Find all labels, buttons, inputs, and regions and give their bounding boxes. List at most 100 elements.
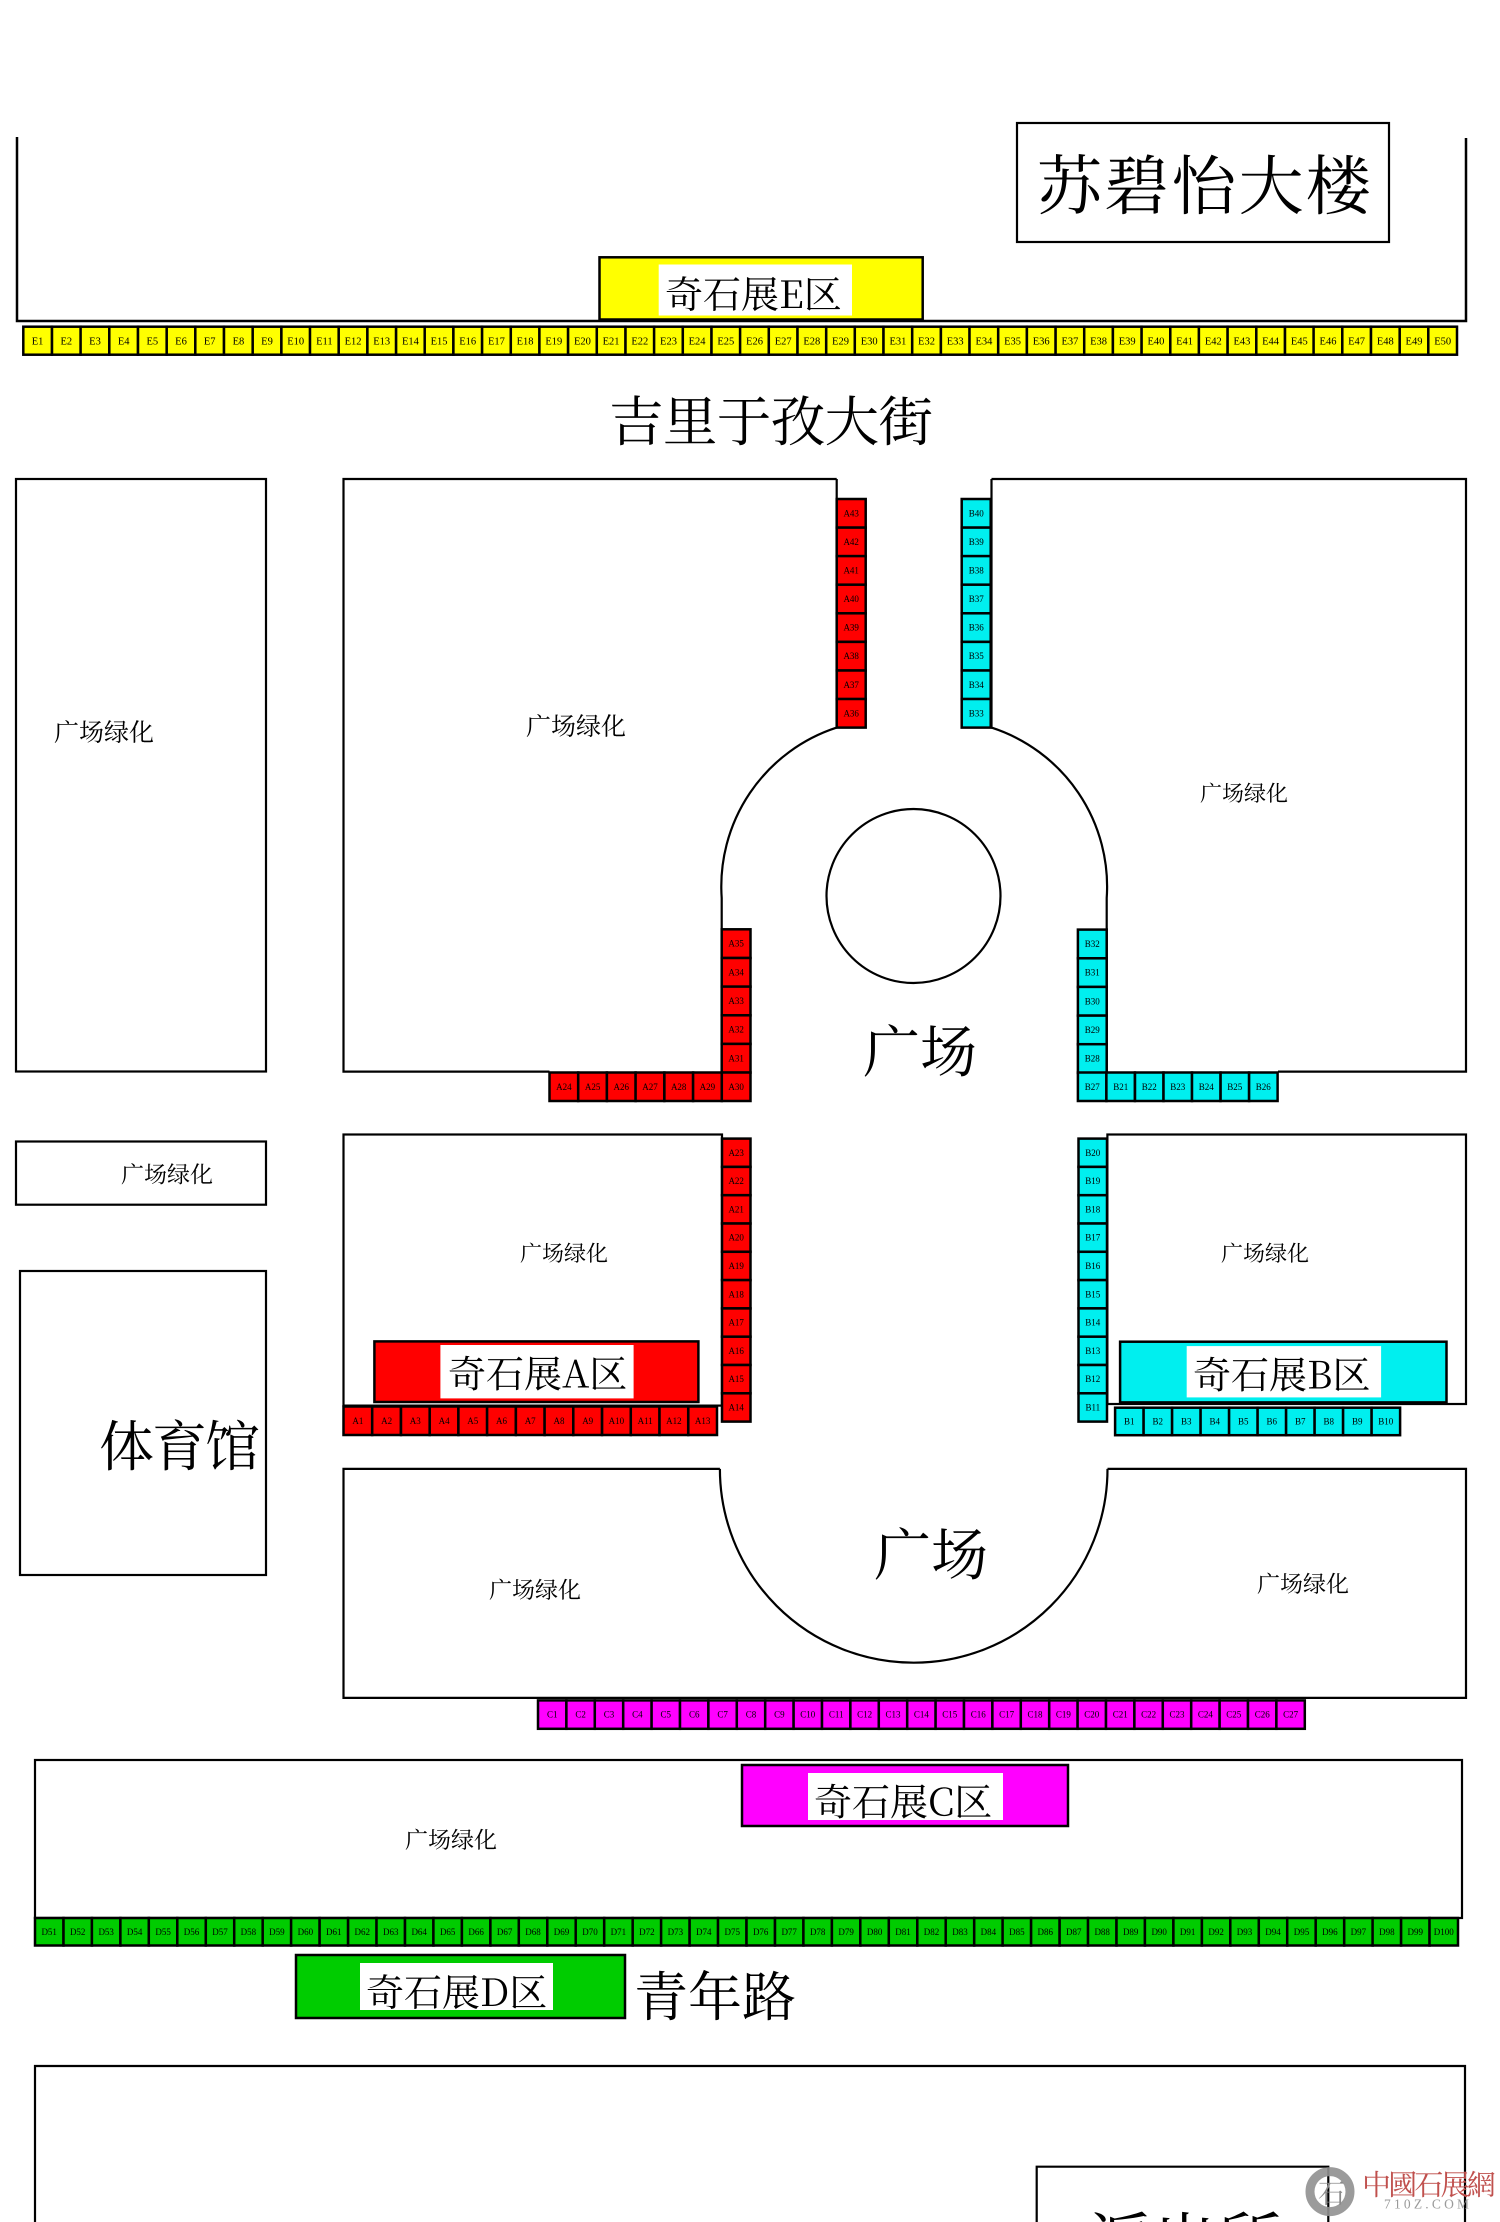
svg-text:B3: B3 — [1181, 1417, 1192, 1427]
svg-text:E9: E9 — [261, 336, 273, 347]
svg-text:E30: E30 — [861, 336, 878, 347]
svg-text:E44: E44 — [1262, 336, 1280, 347]
svg-text:D94: D94 — [1265, 1927, 1281, 1937]
svg-text:D60: D60 — [298, 1927, 314, 1937]
svg-text:B11: B11 — [1085, 1403, 1100, 1413]
svg-text:A7: A7 — [525, 1416, 536, 1426]
svg-text:A34: A34 — [728, 967, 744, 977]
svg-text:A41: A41 — [843, 566, 859, 576]
svg-text:A29: A29 — [700, 1082, 716, 1092]
svg-text:A11: A11 — [638, 1416, 653, 1426]
svg-text:E37: E37 — [1061, 336, 1078, 347]
svg-text:A23: A23 — [728, 1148, 744, 1158]
svg-text:B7: B7 — [1295, 1417, 1306, 1427]
svg-text:D61: D61 — [326, 1927, 342, 1937]
svg-text:D91: D91 — [1180, 1927, 1196, 1937]
svg-text:B17: B17 — [1085, 1233, 1101, 1243]
svg-text:B35: B35 — [969, 651, 985, 661]
svg-text:D59: D59 — [269, 1927, 285, 1937]
svg-text:C10: C10 — [800, 1710, 816, 1720]
svg-text:D53: D53 — [98, 1927, 114, 1937]
svg-text:E47: E47 — [1348, 336, 1365, 347]
svg-text:D65: D65 — [440, 1927, 456, 1937]
svg-text:C26: C26 — [1255, 1710, 1271, 1720]
svg-text:D69: D69 — [554, 1927, 570, 1937]
svg-text:A27: A27 — [642, 1082, 658, 1092]
svg-text:E2: E2 — [60, 336, 72, 347]
svg-text:A5: A5 — [467, 1416, 478, 1426]
svg-text:D54: D54 — [127, 1927, 143, 1937]
svg-text:D76: D76 — [753, 1927, 769, 1937]
svg-text:D78: D78 — [810, 1927, 826, 1937]
svg-text:D73: D73 — [668, 1927, 684, 1937]
svg-text:D66: D66 — [468, 1927, 484, 1937]
svg-text:B28: B28 — [1085, 1054, 1101, 1064]
svg-text:B22: B22 — [1142, 1082, 1157, 1092]
svg-text:E14: E14 — [402, 336, 420, 347]
svg-text:E29: E29 — [832, 336, 849, 347]
svg-text:A43: A43 — [843, 508, 859, 518]
svg-text:C4: C4 — [632, 1710, 643, 1720]
svg-text:C18: C18 — [1027, 1710, 1043, 1720]
svg-text:B2: B2 — [1153, 1417, 1164, 1427]
svg-text:A16: A16 — [728, 1346, 744, 1356]
svg-text:E19: E19 — [545, 336, 562, 347]
svg-text:E18: E18 — [517, 336, 534, 347]
svg-text:D63: D63 — [383, 1927, 399, 1937]
svg-text:C24: C24 — [1198, 1710, 1214, 1720]
svg-text:C27: C27 — [1283, 1710, 1299, 1720]
svg-text:A22: A22 — [728, 1176, 744, 1186]
svg-text:E34: E34 — [975, 336, 993, 347]
svg-text:C14: C14 — [914, 1710, 930, 1720]
svg-text:E23: E23 — [660, 336, 677, 347]
svg-text:A38: A38 — [843, 651, 859, 661]
svg-text:C12: C12 — [857, 1710, 872, 1720]
svg-text:D97: D97 — [1351, 1927, 1367, 1937]
svg-text:E28: E28 — [803, 336, 820, 347]
svg-text:C13: C13 — [885, 1710, 901, 1720]
svg-text:D52: D52 — [70, 1927, 86, 1937]
svg-text:A35: A35 — [728, 939, 744, 949]
svg-text:D67: D67 — [497, 1927, 513, 1937]
svg-text:B13: B13 — [1085, 1346, 1101, 1356]
svg-text:A12: A12 — [666, 1416, 682, 1426]
svg-text:A37: A37 — [843, 680, 859, 690]
svg-text:D96: D96 — [1322, 1927, 1338, 1937]
svg-text:A3: A3 — [410, 1416, 421, 1426]
svg-text:E6: E6 — [175, 336, 187, 347]
svg-text:D81: D81 — [895, 1927, 911, 1937]
svg-text:E32: E32 — [918, 336, 935, 347]
svg-text:E13: E13 — [373, 336, 390, 347]
svg-text:C5: C5 — [661, 1710, 672, 1720]
svg-text:D80: D80 — [867, 1927, 883, 1937]
svg-text:A20: A20 — [728, 1233, 744, 1243]
svg-text:E48: E48 — [1377, 336, 1394, 347]
svg-text:E1: E1 — [32, 336, 44, 347]
svg-text:A28: A28 — [671, 1082, 687, 1092]
svg-text:A26: A26 — [614, 1082, 630, 1092]
svg-text:D82: D82 — [924, 1927, 940, 1937]
svg-text:D93: D93 — [1237, 1927, 1253, 1937]
svg-text:E25: E25 — [717, 336, 734, 347]
svg-text:A10: A10 — [609, 1416, 625, 1426]
svg-text:D86: D86 — [1038, 1927, 1054, 1937]
svg-text:D99: D99 — [1408, 1927, 1424, 1937]
svg-text:C25: C25 — [1226, 1710, 1242, 1720]
svg-text:B29: B29 — [1085, 1025, 1101, 1035]
svg-text:E12: E12 — [345, 336, 362, 347]
svg-text:B33: B33 — [969, 708, 985, 718]
svg-text:C21: C21 — [1113, 1710, 1128, 1720]
svg-text:D98: D98 — [1379, 1927, 1395, 1937]
svg-text:C9: C9 — [774, 1710, 785, 1720]
svg-text:E45: E45 — [1291, 336, 1308, 347]
svg-text:A9: A9 — [582, 1416, 593, 1426]
svg-text:E33: E33 — [947, 336, 964, 347]
svg-text:E8: E8 — [233, 336, 245, 347]
svg-text:E11: E11 — [316, 336, 333, 347]
svg-text:A31: A31 — [728, 1053, 744, 1063]
svg-text:D90: D90 — [1151, 1927, 1167, 1937]
svg-text:C17: C17 — [999, 1710, 1015, 1720]
svg-text:E43: E43 — [1233, 336, 1250, 347]
svg-text:B37: B37 — [969, 594, 985, 604]
svg-text:D89: D89 — [1123, 1927, 1139, 1937]
